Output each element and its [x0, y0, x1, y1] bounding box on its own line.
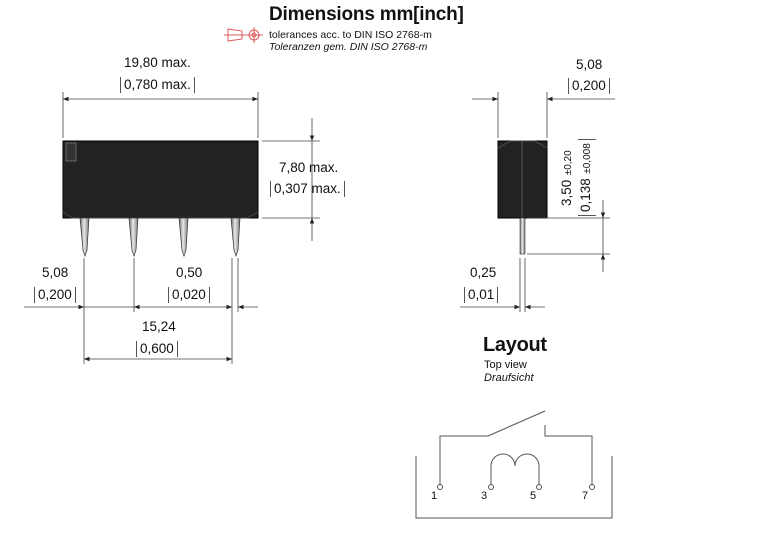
lead-length-mm-tolerance: ±0,20	[563, 150, 574, 176]
pin-1	[79, 217, 90, 258]
lead-length-mm-value: 3,50	[559, 179, 574, 206]
switch-blade	[487, 410, 546, 437]
side-dimension-lines	[460, 92, 615, 312]
lead-length-inch-label: 0,138 ±0,008	[578, 139, 596, 216]
pitch-mm-label: 5,08	[42, 265, 69, 280]
relay-body-side	[497, 140, 548, 255]
pin-dot-5	[536, 484, 542, 490]
pin-label-3: 3	[481, 490, 488, 502]
pin-label-7: 7	[582, 490, 589, 502]
relay-body-front	[62, 140, 259, 219]
pin-dot-1	[437, 484, 443, 490]
lead-length-inch-value: 0,138	[578, 178, 593, 212]
layout-schematic	[415, 410, 613, 519]
pin-dot-7	[589, 484, 595, 490]
pin-thickness-mm-label: 0,50	[176, 265, 203, 280]
layout-subtitle-de: Draufsicht	[484, 372, 534, 384]
pin-5	[178, 217, 189, 258]
pin-label-1: 1	[431, 490, 438, 502]
tolerance-note-en: tolerances acc. to DIN ISO 2768-m	[269, 29, 432, 41]
layout-title: Layout	[483, 334, 547, 356]
projection-symbol-icon	[224, 27, 263, 43]
lead-side	[519, 217, 526, 255]
side-width-mm-label: 5,08	[576, 57, 603, 72]
span-mm-label: 15,24	[142, 319, 176, 334]
pin-thickness-inch-label: 0,020	[168, 287, 210, 303]
pin-dot-3	[488, 484, 494, 490]
side-width-inch-label: 0,200	[568, 78, 610, 94]
lead-thickness-mm-label: 0,25	[470, 265, 497, 280]
pin-7	[230, 217, 241, 258]
pitch-inch-label: 0,200	[34, 287, 76, 303]
lead-length-inch-tolerance: ±0,008	[582, 143, 593, 174]
coil-icon	[490, 453, 540, 467]
front-dimension-lines	[24, 92, 320, 364]
length-inch-label: 0,780 max.	[120, 77, 195, 93]
page-title: Dimensions mm[inch]	[269, 4, 464, 25]
height-inch-label: 0,307 max.	[270, 181, 345, 197]
span-inch-label: 0,600	[136, 341, 178, 357]
lead-thickness-inch-label: 0,01	[464, 287, 499, 303]
lead-length-mm-label: 3,50 ±0,20	[558, 150, 576, 206]
pin-label-5: 5	[530, 490, 537, 502]
relay-pins-front	[79, 217, 241, 258]
tolerance-note-de: Toleranzen gem. DIN ISO 2768-m	[269, 41, 428, 53]
layout-subtitle-en: Top view	[484, 359, 527, 371]
height-mm-label: 7,80 max.	[279, 160, 339, 175]
pin-3	[128, 217, 139, 258]
length-mm-label: 19,80 max.	[124, 55, 191, 70]
